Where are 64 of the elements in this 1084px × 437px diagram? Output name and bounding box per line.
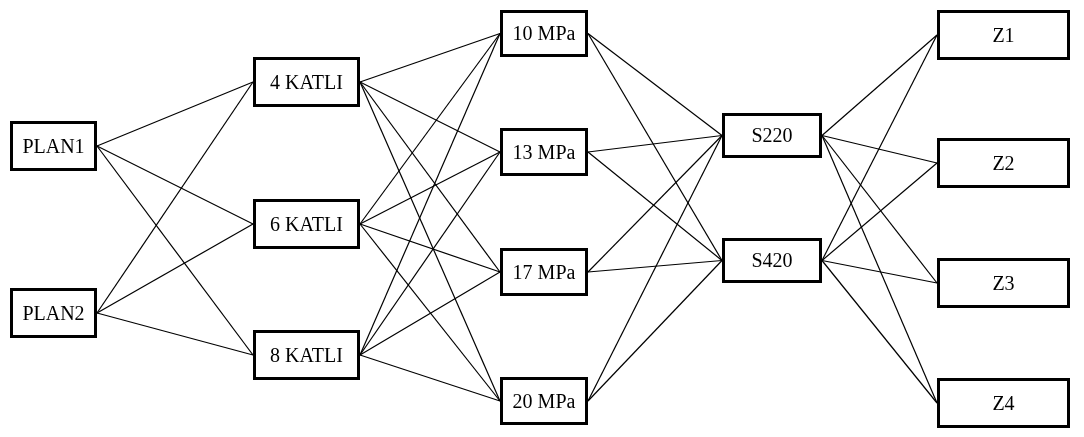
connector-line [821, 134, 938, 284]
connector-line [821, 162, 938, 262]
box-label: PLAN2 [22, 301, 85, 325]
connector-line [359, 223, 501, 402]
connector-line [587, 151, 723, 262]
box-label: S220 [751, 124, 793, 147]
process-box [253, 199, 360, 249]
connector-line [587, 134, 723, 273]
connector-line [821, 134, 938, 164]
process-box [500, 248, 588, 296]
connector-line [96, 312, 254, 356]
box-label: Z3 [992, 271, 1015, 295]
connector-line [359, 151, 501, 356]
box-label: Z1 [992, 23, 1015, 47]
box-label: Z4 [992, 391, 1015, 415]
process-box [937, 378, 1070, 428]
box-label: S420 [751, 249, 793, 272]
connector-line [587, 134, 723, 402]
connector-line [359, 81, 501, 402]
connector-line [587, 32, 723, 137]
process-box [500, 128, 588, 176]
box-label: Z2 [992, 151, 1015, 175]
box-label: 10 MPa [512, 22, 576, 45]
process-box [722, 238, 822, 283]
connector-line [821, 259, 938, 404]
connector-line [587, 32, 723, 262]
process-box [937, 10, 1070, 60]
connector-line [587, 259, 723, 402]
process-box [500, 10, 588, 57]
connector-line [359, 81, 501, 153]
box-label: 4 KATLI [270, 70, 343, 94]
process-box [500, 377, 588, 425]
connector-line [96, 81, 254, 314]
connector-line [359, 271, 501, 356]
connector-line [821, 259, 938, 284]
connector-line [587, 134, 723, 153]
connector-line [96, 145, 254, 356]
box-label: 8 KATLI [270, 343, 343, 367]
connector-line [821, 34, 938, 262]
connector-line [96, 223, 254, 314]
connector-line [359, 32, 501, 225]
process-box [937, 138, 1070, 188]
box-label: 17 MPa [512, 260, 576, 284]
process-box [10, 121, 97, 171]
process-box [253, 57, 360, 107]
connector-line [96, 145, 254, 225]
connector-line [359, 223, 501, 273]
process-box [10, 288, 97, 338]
box-label: 13 MPa [512, 140, 576, 164]
box-label: PLAN1 [22, 134, 85, 158]
connector-line [821, 34, 938, 137]
connector-line [359, 151, 501, 225]
connector-line [359, 354, 501, 402]
process-box [253, 330, 360, 380]
process-box [722, 113, 822, 158]
box-label: 6 KATLI [270, 212, 343, 236]
box-label: 20 MPa [512, 389, 576, 413]
connector-line [359, 81, 501, 273]
connector-line [359, 32, 501, 356]
connector-line [359, 32, 501, 83]
process-box [937, 258, 1070, 308]
connector-line [587, 259, 723, 273]
connector-line [96, 81, 254, 147]
connector-line [821, 134, 938, 404]
